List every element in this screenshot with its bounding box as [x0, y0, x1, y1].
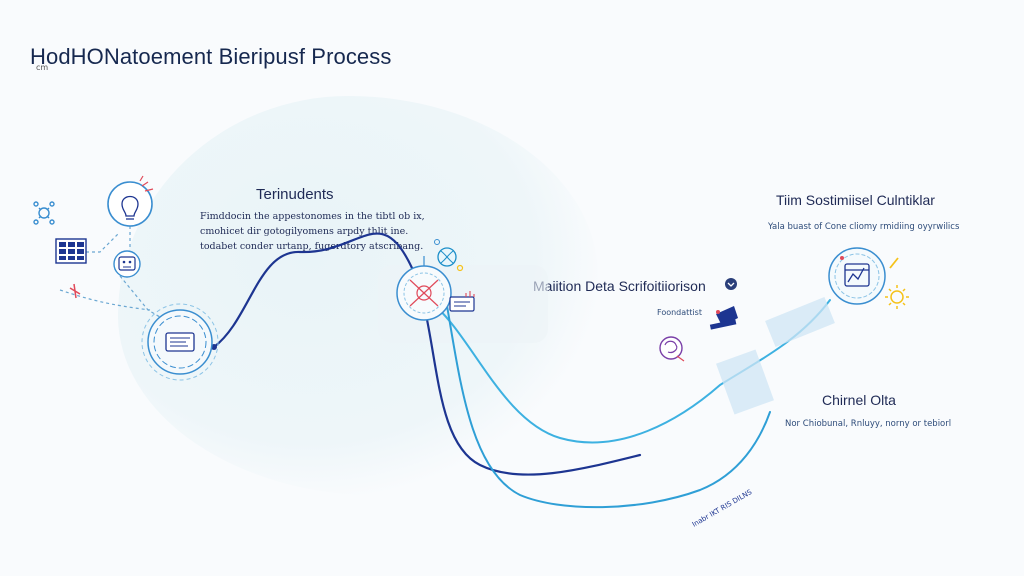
cyan-flow-path-2 [445, 299, 771, 509]
ribbon-boxes [716, 297, 835, 415]
dna-sphere-icon [434, 239, 464, 272]
info-icon[interactable] [725, 278, 737, 290]
mention-heading: Maiition Deta Scrifoitiiorison [533, 278, 706, 294]
chirnel-subtext: Nor Chiobunal, Rnluyy, norny or tebiorl [785, 419, 952, 429]
red-mark-icon [69, 283, 81, 299]
solar-panel-icon [55, 238, 87, 264]
chirnel-heading: Chirnel Olta [822, 392, 896, 408]
lightbulb-icon [107, 175, 154, 227]
sun-icon [885, 257, 909, 309]
tablet-icon [709, 306, 738, 330]
chart-card-icon [449, 291, 475, 312]
brain-icon [659, 336, 685, 362]
left-connectors [59, 226, 166, 321]
tim-heading: Tiim Sostimiisel Culntiklar [776, 192, 935, 208]
mention-sublabel: Foondattist [657, 308, 702, 317]
terindents-line-1: Fimddocin the appestonomes in the tibtl … [200, 211, 425, 222]
terindents-paragraph: Fimddocin the appestonomes in the tibtl … [200, 209, 425, 254]
data-sphere-icon [828, 247, 886, 305]
center-hub-icon [141, 303, 219, 381]
page-title: HodHONatoement Bieripusf Process [30, 44, 392, 69]
robot-icon [113, 250, 141, 278]
path-label: Inabr IKT RIS DILNS [691, 488, 754, 529]
terindents-heading: Terinudents [256, 186, 334, 203]
gear-nodes-icon [33, 201, 55, 225]
cyan-flow-path-1 [427, 299, 831, 444]
tim-subtext: Yala buast of Cone cliomy rmidiing oyyrw… [768, 222, 960, 232]
microscope-icon [396, 256, 452, 321]
corner-mark: cm [36, 63, 48, 72]
terindents-line-3: todabet conder urtanp, fugerdtory atscri… [200, 241, 424, 252]
terindents-line-2: cmohicet dir gotogilyomens arpdy thlit i… [200, 226, 409, 237]
